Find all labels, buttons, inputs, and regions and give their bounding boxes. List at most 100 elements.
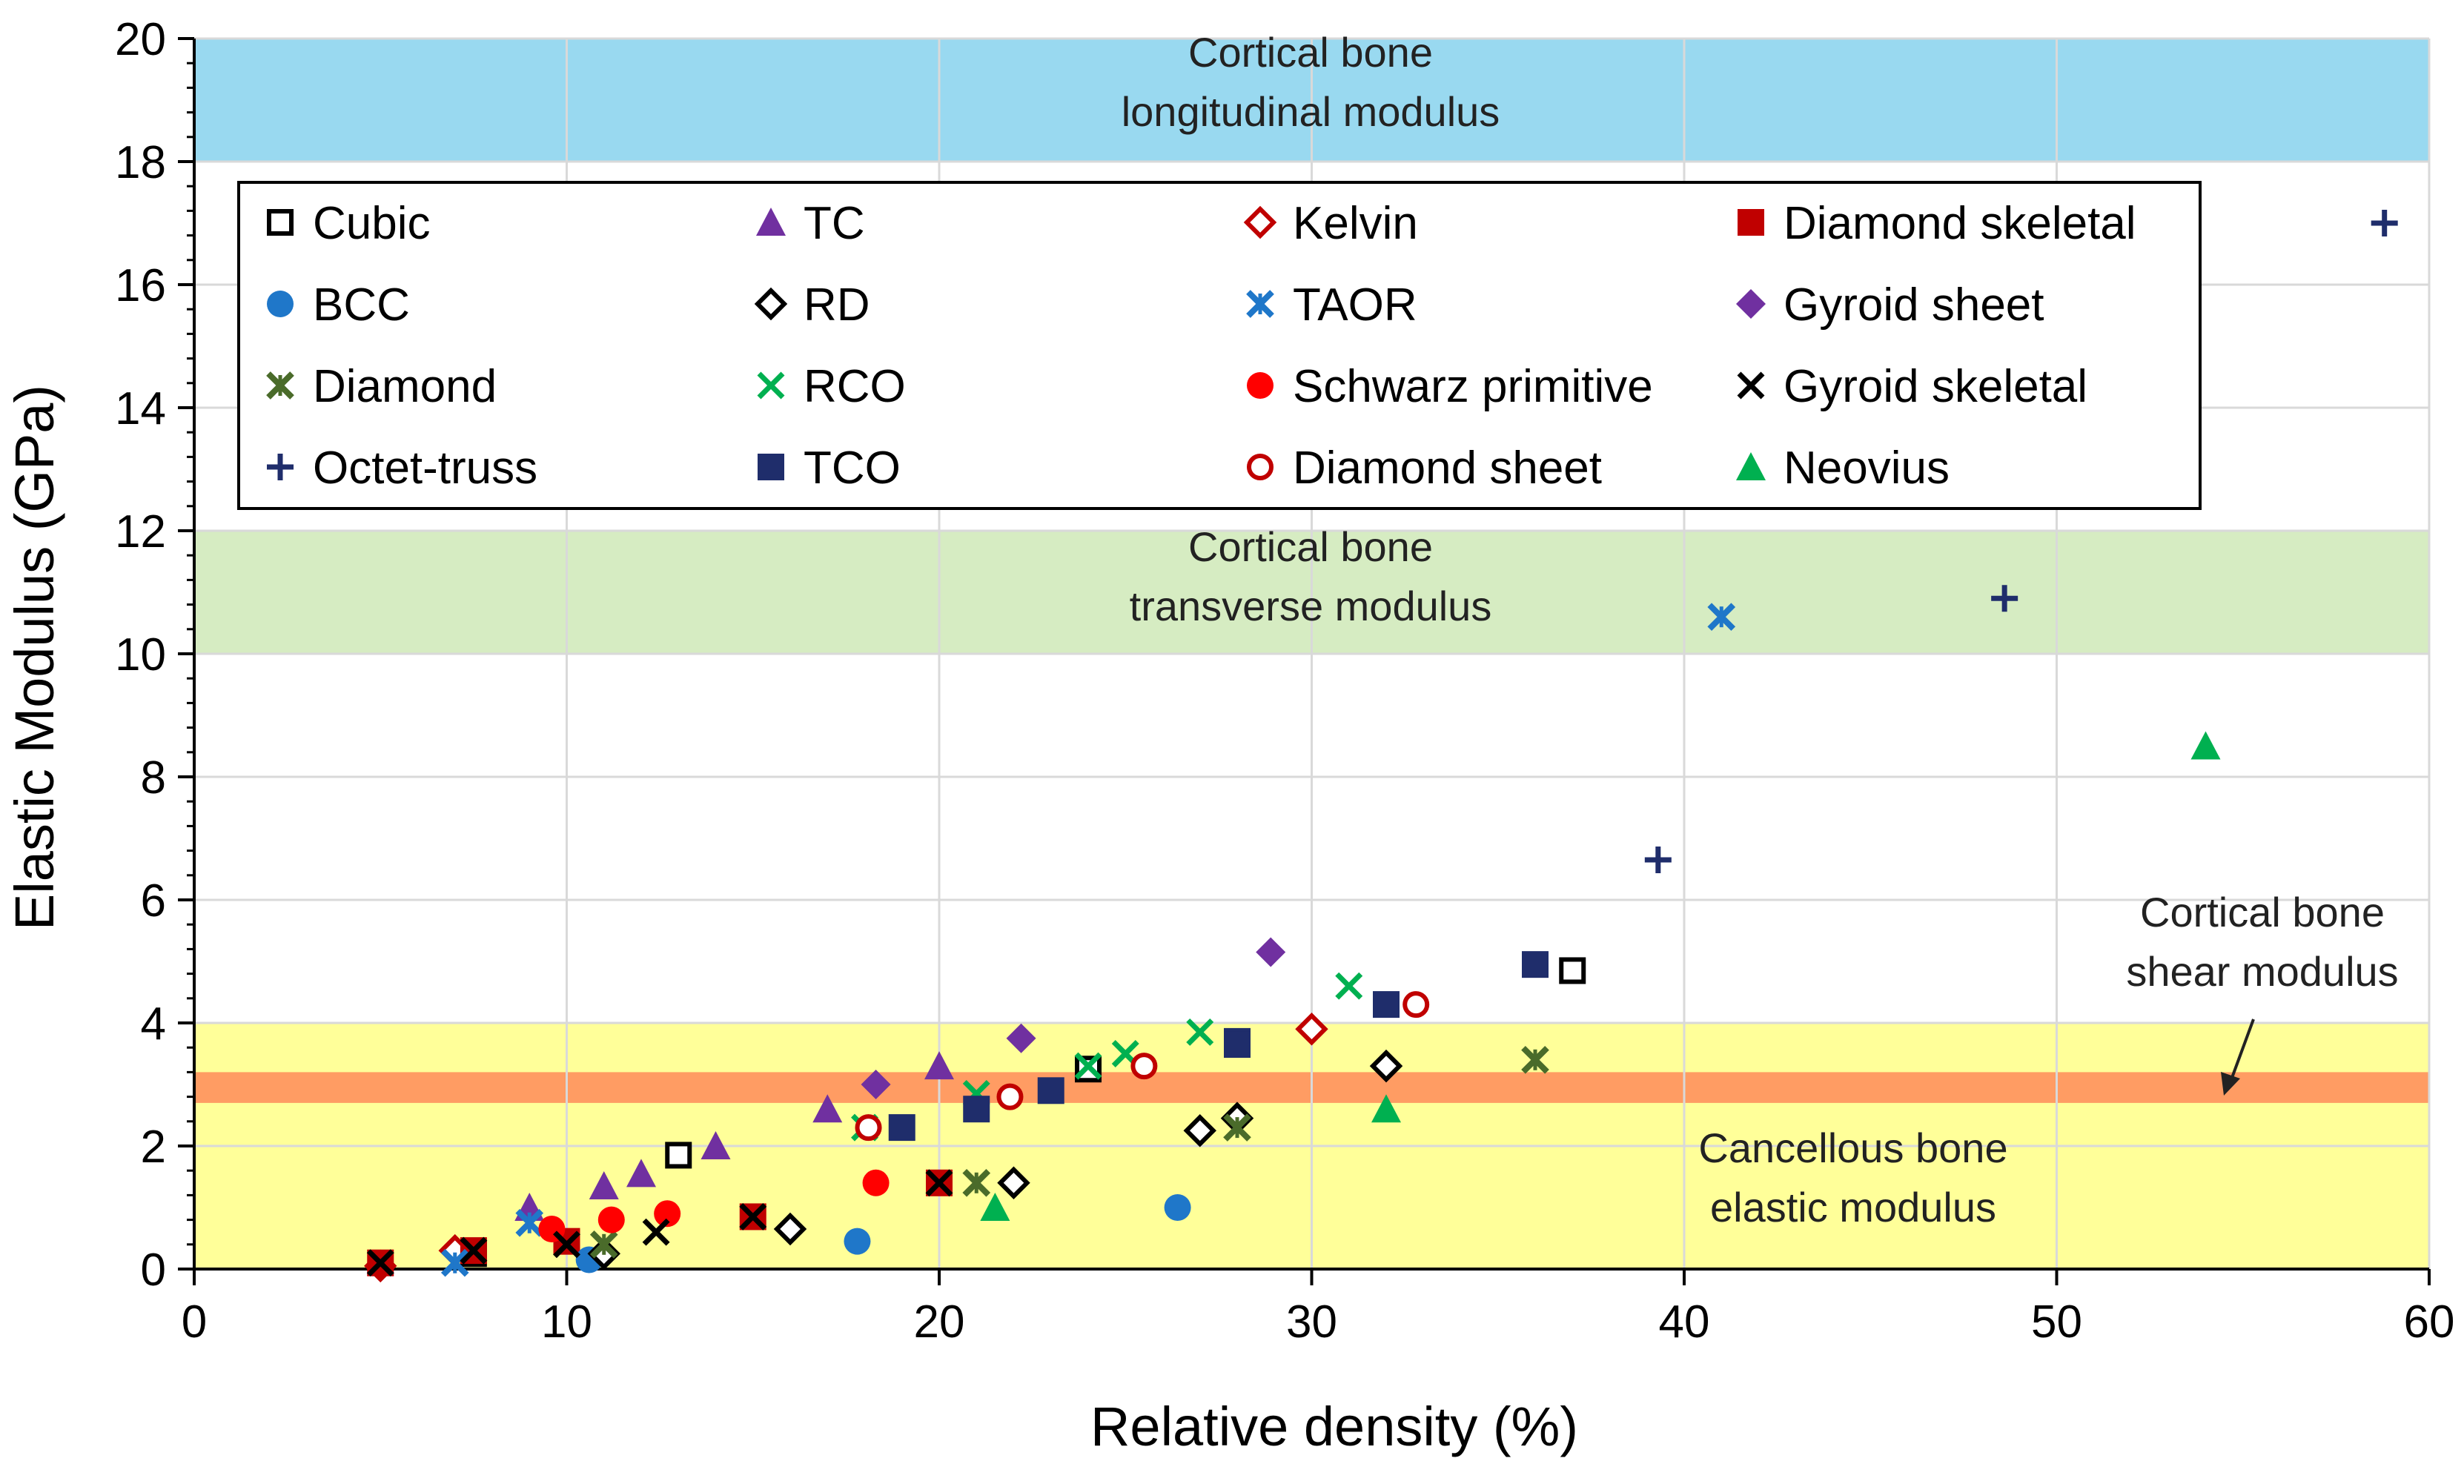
point-tc — [701, 1131, 731, 1159]
y-tick-label: 4 — [141, 998, 166, 1050]
legend-marker-neovius — [1736, 452, 1766, 480]
legend-label-rd: RD — [804, 279, 870, 331]
y-tick-label: 2 — [141, 1122, 166, 1173]
legend-box — [237, 181, 2202, 510]
band-label-cancellous: elastic modulus — [1710, 1184, 1996, 1230]
point-rd — [1369, 1049, 1403, 1083]
point-rco — [1186, 1018, 1214, 1046]
legend-label-neovius: Neovius — [1784, 443, 1950, 494]
legend-item-neovius: Neovius — [1736, 443, 1950, 494]
point-diamond-sheet — [855, 1114, 882, 1142]
y-tick-label: 12 — [115, 506, 166, 557]
y-tick-label: 14 — [115, 383, 166, 434]
legend-label-tco: TCO — [804, 443, 901, 494]
point-tc — [812, 1094, 843, 1123]
x-tick-label: 30 — [1286, 1296, 1337, 1348]
point-bcc — [1164, 1194, 1191, 1221]
legend-label-gyroid-sheet: Gyroid sheet — [1784, 279, 2044, 331]
y-tick-label: 8 — [141, 752, 166, 804]
point-rco — [1335, 972, 1363, 1000]
legend-marker-diamond-skeletal — [1738, 209, 1764, 236]
legend-marker-schwarz-primitive — [1247, 372, 1274, 399]
legend-item-tc: TC — [756, 198, 865, 249]
legend-marker-gyroid-sheet — [1736, 289, 1766, 319]
point-octet-truss — [1644, 847, 1672, 874]
point-gyroid-skeletal — [366, 1249, 394, 1277]
point-gyroid-skeletal — [739, 1202, 767, 1230]
point-diamond — [589, 1230, 618, 1259]
x-tick-label: 10 — [541, 1296, 592, 1348]
point-gyroid-sheet — [1256, 937, 1286, 967]
point-gyroid-sheet — [861, 1070, 891, 1099]
legend-label-diamond: Diamond — [313, 361, 497, 412]
legend-marker-diamond — [266, 371, 294, 400]
legend-item-cubic: Cubic — [267, 198, 431, 249]
y-axis-label: Elastic Modulus (GPa) — [4, 385, 65, 930]
point-diamond — [1521, 1045, 1549, 1074]
point-taor — [440, 1248, 469, 1277]
point-gyroid-skeletal — [642, 1218, 670, 1246]
point-diamond-sheet — [1130, 1053, 1158, 1080]
x-tick-label: 0 — [182, 1296, 207, 1348]
legend-item-gyroid-sheet: Gyroid sheet — [1736, 279, 2044, 331]
shear-arrow-head — [2221, 1072, 2240, 1096]
legend-item-octet-truss: Octet-truss — [267, 443, 537, 494]
legend-item-diamond: Diamond — [266, 361, 497, 412]
legend-label-diamond-skeletal: Diamond skeletal — [1784, 198, 2136, 249]
legend-label-tc: TC — [804, 198, 865, 249]
point-schwarz-primitive — [654, 1200, 681, 1228]
point-bcc — [844, 1228, 871, 1255]
point-taor — [1707, 603, 1736, 632]
legend-item-schwarz-primitive: Schwarz primitive — [1247, 361, 1653, 412]
point-tc — [626, 1159, 656, 1187]
point-schwarz-primitive — [862, 1169, 890, 1196]
legend-marker-kelvin — [1243, 205, 1277, 239]
point-rd — [997, 1166, 1030, 1200]
y-tick-label: 6 — [141, 875, 166, 927]
point-neovius — [2190, 731, 2221, 760]
band-label-cortical-longitudinal: longitudinal modulus — [1122, 88, 1500, 135]
point-tco — [963, 1096, 990, 1123]
point-schwarz-primitive — [597, 1206, 625, 1233]
band-label-cancellous: Cancellous bone — [1698, 1124, 2007, 1171]
point-gyroid-skeletal — [460, 1236, 488, 1265]
band-label-cortical-transverse: transverse modulus — [1130, 583, 1492, 629]
point-rd — [1183, 1114, 1216, 1147]
legend-label-octet-truss: Octet-truss — [313, 443, 537, 494]
legend-item-bcc: BCC — [267, 279, 410, 331]
legend-item-diamond-sheet: Diamond sheet — [1247, 443, 1602, 494]
legend-marker-rd — [754, 287, 788, 321]
x-tick-label: 40 — [1659, 1296, 1710, 1348]
band-label-cortical-transverse: Cortical bone — [1188, 523, 1433, 570]
point-taor — [515, 1208, 544, 1237]
point-cubic — [665, 1142, 692, 1169]
point-tco — [1522, 951, 1549, 978]
legend-label-gyroid-skeletal: Gyroid skeletal — [1784, 361, 2087, 412]
point-gyroid-skeletal — [553, 1230, 580, 1259]
y-tick-label: 10 — [115, 629, 166, 680]
legend-item-gyroid-skeletal: Gyroid skeletal — [1737, 361, 2087, 412]
legend-marker-tco — [758, 454, 784, 480]
legend-label-cubic: Cubic — [313, 198, 431, 249]
legend-item-kelvin: Kelvin — [1243, 198, 1418, 249]
point-gyroid-sheet — [1006, 1023, 1036, 1053]
point-tc — [924, 1051, 954, 1080]
legend-marker-gyroid-skeletal — [1737, 371, 1765, 400]
x-tick-label: 50 — [2031, 1296, 2082, 1348]
point-tco — [888, 1114, 915, 1142]
shear-arrow — [2228, 1018, 2255, 1084]
point-tc — [589, 1170, 619, 1199]
point-neovius — [980, 1193, 1010, 1221]
legend-marker-tc — [756, 208, 786, 236]
point-cubic — [1559, 957, 1586, 984]
legend-label-schwarz-primitive: Schwarz primitive — [1293, 361, 1653, 412]
point-gyroid-skeletal — [925, 1169, 953, 1197]
point-octet-truss — [2371, 210, 2398, 236]
legend-label-rco: RCO — [804, 361, 906, 412]
legend-marker-rco — [757, 371, 785, 400]
band-label-cortical-shear: shear modulus — [2126, 948, 2398, 995]
band-label-cortical-shear: Cortical bone — [2140, 889, 2385, 935]
x-axis-label: Relative density (%) — [1090, 1396, 1578, 1457]
point-diamond — [1223, 1113, 1251, 1142]
legend-label-diamond-sheet: Diamond sheet — [1293, 443, 1602, 494]
